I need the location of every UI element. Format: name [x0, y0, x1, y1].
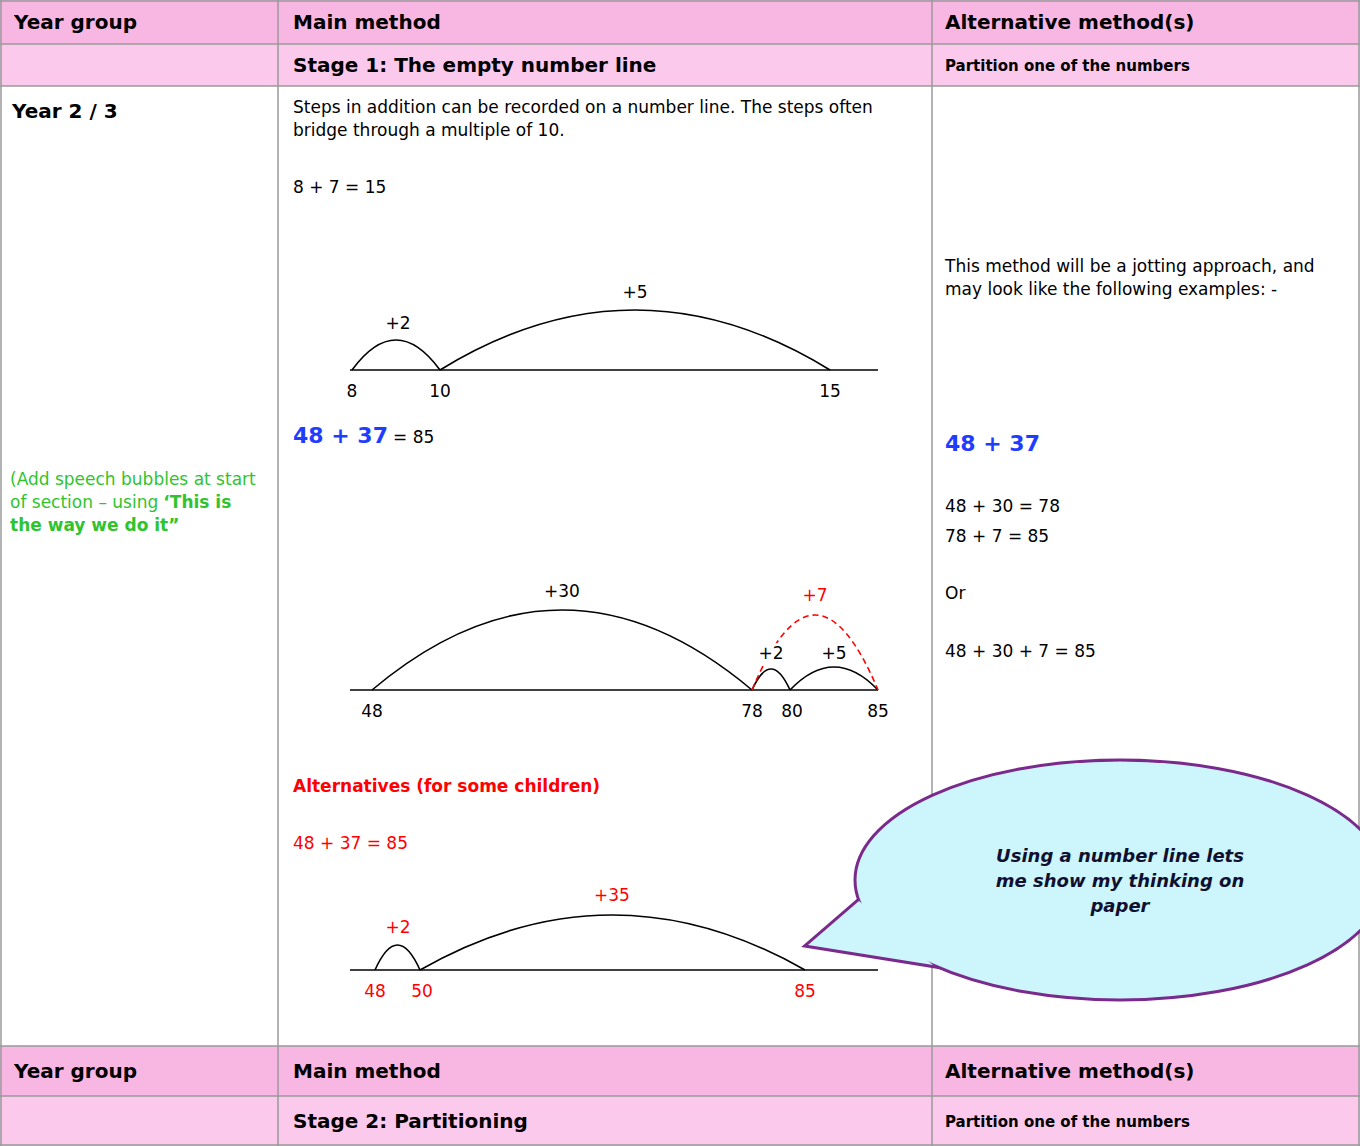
column-header: Main method	[293, 10, 441, 34]
tick-label: 10	[429, 381, 451, 401]
number-line	[350, 610, 878, 690]
jotting-line: 48 + 30 + 7 = 85	[945, 641, 1096, 661]
header-band	[0, 1046, 1360, 1096]
number-line	[350, 915, 878, 970]
equation-holder: 8 + 7 = 15	[293, 176, 386, 199]
tick-label-holder: 48	[361, 700, 383, 723]
jump-label: +2	[385, 917, 410, 937]
explanation-holder: Steps in addition can be recorded on a n…	[293, 96, 918, 142]
jotting-line-holder: 48 + 30 + 7 = 85	[945, 640, 1096, 663]
column-header-holder: Alternative method(s)	[945, 9, 1194, 35]
stage-band	[0, 1096, 1360, 1146]
jump-label: +5	[622, 282, 647, 302]
equation: 48 + 37	[293, 423, 388, 448]
equation-holder: 48 + 37 = 85	[293, 832, 408, 855]
jump-label: +5	[820, 643, 847, 663]
tick-label-holder: 80	[781, 700, 803, 723]
equation: 48 + 37	[945, 431, 1040, 456]
tick-label: 85	[867, 701, 889, 721]
jump-label-holder: +5	[820, 642, 847, 665]
tick-label: 8	[347, 381, 358, 401]
jotting-line-holder: 78 + 7 = 85	[945, 525, 1049, 548]
stage-subheading: Partition one of the numbers	[945, 1113, 1190, 1131]
jump-label-holder: +2	[757, 642, 784, 665]
tick-label: 48	[364, 981, 386, 1001]
jotting-line: Or	[945, 583, 965, 603]
stage-heading: Stage 1: The empty number line	[293, 53, 656, 77]
jump-label-holder: +35	[594, 884, 630, 907]
stage-subheading-holder: Partition one of the numbers	[945, 56, 1190, 76]
jotting-line-holder: 48 + 30 = 78	[945, 495, 1060, 518]
tick-label-holder: 78	[741, 700, 763, 723]
column-header-holder: Year group	[14, 1058, 137, 1084]
jump-label-holder: +2	[385, 312, 410, 335]
stage-subheading-holder: Partition one of the numbers	[945, 1112, 1190, 1132]
column-header: Alternative method(s)	[945, 1059, 1194, 1083]
bubble-text: Using a number line lets me show my thin…	[996, 845, 1244, 916]
speech-bubble: Using a number line lets me show my thin…	[790, 740, 1360, 1010]
stage-band	[0, 44, 1360, 86]
column-header: Main method	[293, 1059, 441, 1083]
number-line	[350, 310, 878, 370]
section-heading-holder: Alternatives (for some children)	[293, 775, 600, 798]
equation: = 85	[393, 427, 434, 447]
tick-label-holder: 8	[347, 380, 358, 403]
column-header-holder: Main method	[293, 1058, 441, 1084]
jump-label: +2	[385, 313, 410, 333]
tick-label: 80	[781, 701, 803, 721]
column-header: Year group	[14, 1059, 137, 1083]
jump-label-holder: +5	[622, 281, 647, 304]
jump-label: +7	[802, 585, 827, 605]
jump-label-holder: +30	[544, 580, 580, 603]
jump-label: +30	[544, 581, 580, 601]
jotting-line-holder: Or	[945, 582, 965, 605]
tick-label: 48	[361, 701, 383, 721]
jump-label-holder: +2	[385, 916, 410, 939]
tick-label-holder: 85	[794, 980, 816, 1003]
jump-label-holder: +7	[802, 584, 827, 607]
jump-label: +35	[594, 885, 630, 905]
jotting-line: 48 + 30 = 78	[945, 496, 1060, 516]
tick-label-holder: 50	[411, 980, 433, 1003]
stage-heading-holder: Stage 1: The empty number line	[293, 52, 656, 78]
year-group-holder: Year 2 / 3	[12, 98, 118, 124]
equation-holder: 48 + 37	[945, 430, 1040, 458]
tick-label: 78	[741, 701, 763, 721]
jump-label: +2	[757, 643, 784, 663]
tick-label-holder: 10	[429, 380, 451, 403]
jotting-line: 78 + 7 = 85	[945, 526, 1049, 546]
column-header: Year group	[14, 10, 137, 34]
column-header-holder: Year group	[14, 9, 137, 35]
tick-label-holder: 48	[364, 980, 386, 1003]
stage-heading: Stage 2: Partitioning	[293, 1109, 528, 1133]
tick-label-holder: 15	[819, 380, 841, 403]
column-header-holder: Main method	[293, 9, 441, 35]
explanation: Steps in addition can be recorded on a n…	[293, 97, 873, 140]
stage-subheading: Partition one of the numbers	[945, 57, 1190, 75]
explanation-holder: This method will be a jotting approach, …	[945, 255, 1340, 301]
equation-line: 48 + 37= 85	[293, 422, 434, 450]
column-header: Alternative method(s)	[945, 10, 1194, 34]
column-header-holder: Alternative method(s)	[945, 1058, 1194, 1084]
year-group: Year 2 / 3	[12, 99, 118, 123]
header-band	[0, 0, 1360, 44]
explanation: This method will be a jotting approach, …	[945, 256, 1315, 299]
teacher-note-block: (Add speech bubbles at start of section …	[10, 468, 265, 537]
equation: 8 + 7 = 15	[293, 177, 386, 197]
equation: 48 + 37 = 85	[293, 833, 408, 853]
bubble-text-holder: Using a number line lets me show my thin…	[995, 843, 1245, 918]
tick-label: 15	[819, 381, 841, 401]
tick-label: 85	[794, 981, 816, 1001]
section-heading: Alternatives (for some children)	[293, 776, 600, 796]
tick-label-holder: 85	[867, 700, 889, 723]
stage-heading-holder: Stage 2: Partitioning	[293, 1108, 528, 1134]
tick-label: 50	[411, 981, 433, 1001]
